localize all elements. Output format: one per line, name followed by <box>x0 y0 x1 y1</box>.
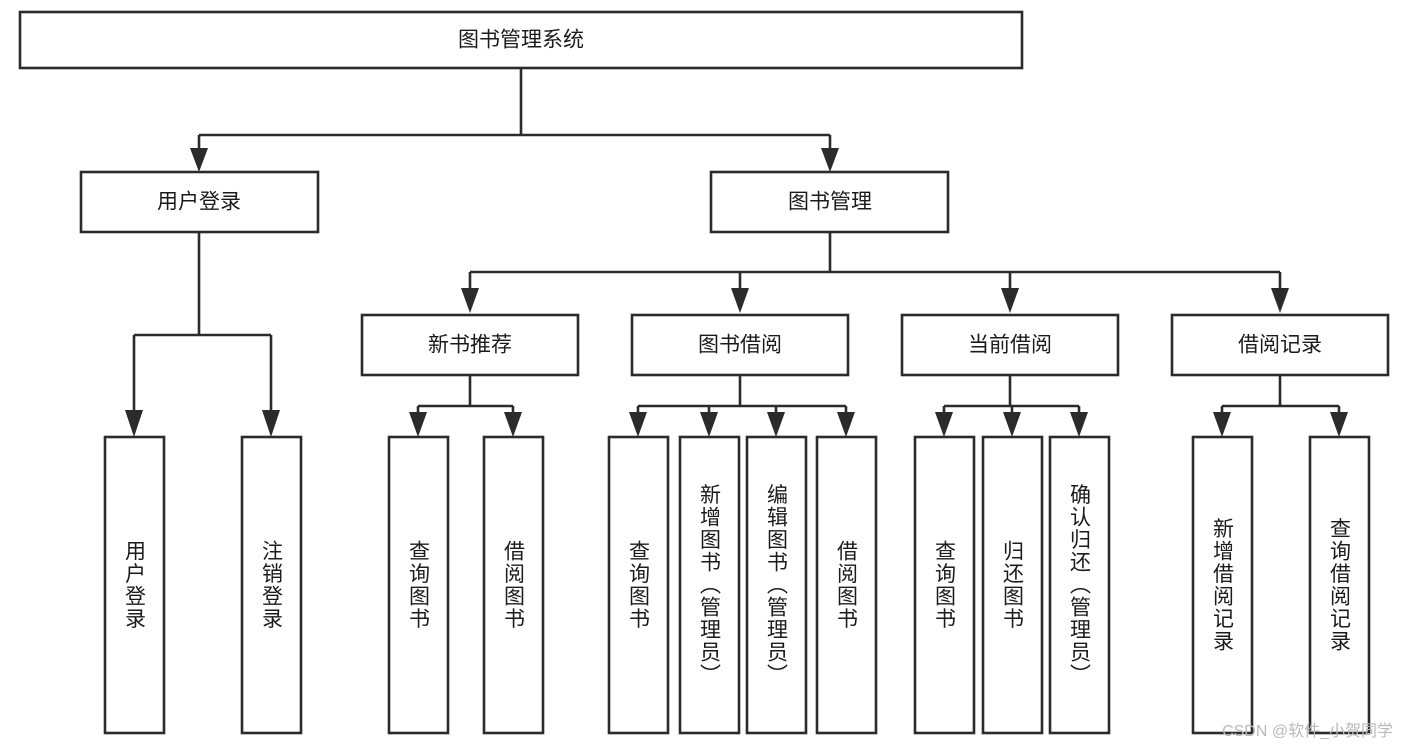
arrow-head-icon <box>1003 412 1021 437</box>
arrow-head-icon <box>461 288 479 313</box>
node-leaf-add-book[interactable]: 新增图书（管理员） <box>678 435 741 735</box>
connector-book-management-to-level2 <box>461 232 1289 313</box>
node-leaf-query-record-label: 查询借阅记录 <box>1328 518 1352 653</box>
node-leaf-query-book-1[interactable]: 查询图书 <box>387 435 450 735</box>
connector-borrow-record-to-leaves <box>1213 375 1348 437</box>
node-root-book-management-system[interactable]: 图书管理系统 <box>18 10 1024 70</box>
node-user-login[interactable]: 用户登录 <box>79 170 320 234</box>
node-book-management-label: 图书管理 <box>788 191 872 214</box>
arrow-head-icon <box>409 412 427 437</box>
connector-current-borrow-to-leaves <box>935 375 1088 437</box>
arrow-head-icon <box>1271 288 1289 313</box>
arrow-head-icon <box>1070 412 1088 437</box>
arrow-head-icon <box>731 288 749 313</box>
node-leaf-add-book-label: 新增图书（管理员） <box>698 484 722 687</box>
node-leaf-query-book-2-label: 查询图书 <box>627 540 651 630</box>
node-leaf-borrow-book-1-label: 借阅图书 <box>502 540 526 630</box>
node-leaf-return-book[interactable]: 归还图书 <box>981 435 1044 735</box>
node-user-login-label: 用户登录 <box>157 191 241 214</box>
node-leaf-return-book-label: 归还图书 <box>1001 540 1025 630</box>
node-leaf-logout-login-label: 注销登录 <box>260 540 284 630</box>
arrow-head-icon <box>190 148 208 172</box>
node-current-borrow[interactable]: 当前借阅 <box>900 313 1120 377</box>
node-new-book-recommend-label: 新书推荐 <box>428 334 512 357</box>
node-leaf-edit-book[interactable]: 编辑图书（管理员） <box>745 435 808 735</box>
node-leaf-logout-login[interactable]: 注销登录 <box>240 435 303 735</box>
node-leaf-user-login-label: 用户登录 <box>123 540 147 630</box>
arrow-head-icon <box>700 412 718 437</box>
node-book-borrow[interactable]: 图书借阅 <box>630 313 850 377</box>
connector-book-borrow-to-leaves <box>629 375 855 437</box>
arrow-head-icon <box>767 412 785 437</box>
node-book-borrow-label: 图书借阅 <box>698 334 782 357</box>
node-borrow-record-label: 借阅记录 <box>1238 334 1322 357</box>
node-leaf-confirm-return[interactable]: 确认归还（管理员） <box>1048 435 1111 735</box>
node-leaf-confirm-return-label: 确认归还（管理员） <box>1068 484 1092 687</box>
node-leaf-borrow-book-2[interactable]: 借阅图书 <box>815 435 878 735</box>
node-leaf-query-book-3[interactable]: 查询图书 <box>913 435 976 735</box>
csdn-watermark: CSDN @软件_小贺同学 <box>1222 723 1393 740</box>
arrow-head-icon <box>262 410 280 437</box>
node-leaf-query-book-1-label: 查询图书 <box>407 540 431 630</box>
node-leaf-add-record-label: 新增借阅记录 <box>1211 518 1235 653</box>
arrow-head-icon <box>125 410 143 437</box>
node-leaf-add-record[interactable]: 新增借阅记录 <box>1191 435 1254 735</box>
arrow-head-icon <box>504 412 522 437</box>
node-leaf-borrow-book-1[interactable]: 借阅图书 <box>482 435 545 735</box>
connector-root-to-level1 <box>190 68 839 172</box>
arrow-head-icon <box>629 412 647 437</box>
node-leaf-query-record[interactable]: 查询借阅记录 <box>1308 435 1371 735</box>
node-current-borrow-label: 当前借阅 <box>968 334 1052 357</box>
node-new-book-recommend[interactable]: 新书推荐 <box>360 313 580 377</box>
node-root-label: 图书管理系统 <box>458 29 584 52</box>
arrow-head-icon <box>935 412 953 437</box>
node-leaf-query-book-3-label: 查询图书 <box>933 540 957 630</box>
node-leaf-user-login[interactable]: 用户登录 <box>103 435 166 735</box>
node-book-management[interactable]: 图书管理 <box>709 170 950 234</box>
arrow-head-icon <box>821 148 839 172</box>
node-leaf-query-book-2[interactable]: 查询图书 <box>607 435 670 735</box>
node-leaf-edit-book-label: 编辑图书（管理员） <box>765 484 789 687</box>
connector-user-login-to-leaves <box>125 232 280 437</box>
arrow-head-icon <box>1213 412 1231 437</box>
arrow-head-icon <box>1001 288 1019 313</box>
arrow-head-icon <box>1330 412 1348 437</box>
arrow-head-icon <box>837 412 855 437</box>
node-leaf-borrow-book-2-label: 借阅图书 <box>835 540 859 630</box>
connector-new-book-recommend-to-leaves <box>409 375 522 437</box>
node-borrow-record[interactable]: 借阅记录 <box>1170 313 1390 377</box>
